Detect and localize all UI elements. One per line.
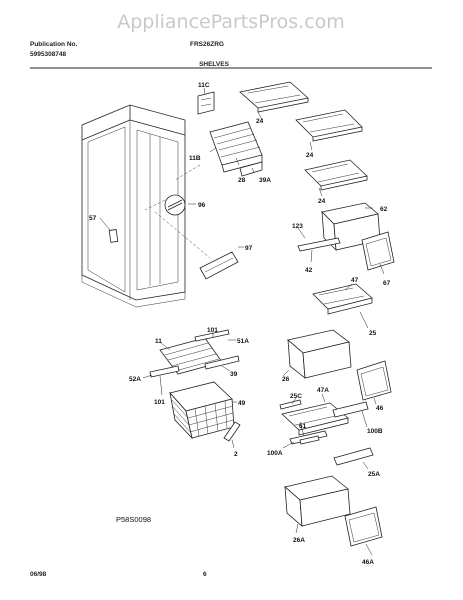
callout-2: 2 [234,451,238,458]
guide-lines [144,164,211,259]
freezer-wire-shelf-11 [149,329,240,378]
callout-49: 49 [238,400,246,407]
glass-shelf-47a [279,399,369,445]
callout-57: 57 [89,215,97,222]
callout-52a: 52A [129,376,141,383]
callout-62: 62 [380,206,388,213]
section-title: SHELVES [199,61,230,68]
callout-26a: 26A [293,537,305,544]
watermark: AppliancePartsPros.com [117,11,345,33]
callout-39: 39 [230,371,238,378]
callout-123: 123 [292,223,303,230]
callout-25a: 25A [368,471,380,478]
callout-11c: 11C [198,82,210,89]
callout-46a: 46A [362,559,374,566]
callout-101-top: 101 [207,327,218,334]
callout-24-top: 24 [256,118,264,125]
callout-26: 26 [282,376,290,383]
refrigerator-cabinet [81,104,186,308]
wire-basket-49 [169,381,235,440]
callout-47a: 47A [317,387,329,394]
callout-101-bottom: 101 [154,399,165,406]
drawer-front-67 [361,231,395,271]
callout-labels: 11C 24 11B 28 39A 24 24 62 96 57 123 97 … [89,82,391,566]
callout-100a: 100A [267,450,283,457]
callout-24-middle: 24 [306,152,314,159]
wire-shelf-11b [209,121,263,177]
callout-51a: 51A [237,338,249,345]
drawer-26a [284,475,351,527]
crisper-drawer-26 [287,329,352,379]
glass-shelf-top [239,81,309,113]
page-number: 6 [203,571,207,578]
basket-handle-2 [223,421,241,442]
part-97-bracket [199,251,239,280]
callout-25c: 25C [290,393,302,400]
rail-42 [297,237,341,252]
callout-28: 28 [238,177,246,184]
rail-25a [333,447,374,466]
drawer-front-46a [344,506,383,547]
callout-96: 96 [198,202,206,209]
callout-47: 47 [351,277,359,284]
publication-label: Publication No. [30,41,78,48]
model-number: FRS26ZRG [190,41,224,48]
callout-24-lower: 24 [318,198,326,205]
leader-lines [99,87,385,556]
glass-shelf-lower [304,159,368,191]
part-11c-clip [197,91,215,115]
glass-shelf-middle [295,109,363,142]
callout-67: 67 [383,280,391,287]
callout-61: 61 [299,423,307,430]
part-96-detail [164,194,186,216]
drawer-front-46 [356,360,392,401]
callout-100b: 100B [367,428,383,435]
publication-number: 5995308748 [30,51,67,58]
callout-11b: 11B [189,155,201,162]
callout-42: 42 [305,267,313,274]
footer-date: 06/98 [30,571,47,578]
callout-97: 97 [245,245,253,252]
callout-25: 25 [369,330,377,337]
figure-code: P58S0098 [116,515,151,524]
crisper-cover-47 [312,283,373,315]
callout-39a: 39A [259,177,271,184]
callout-11: 11 [155,338,162,345]
callout-46: 46 [376,405,384,412]
